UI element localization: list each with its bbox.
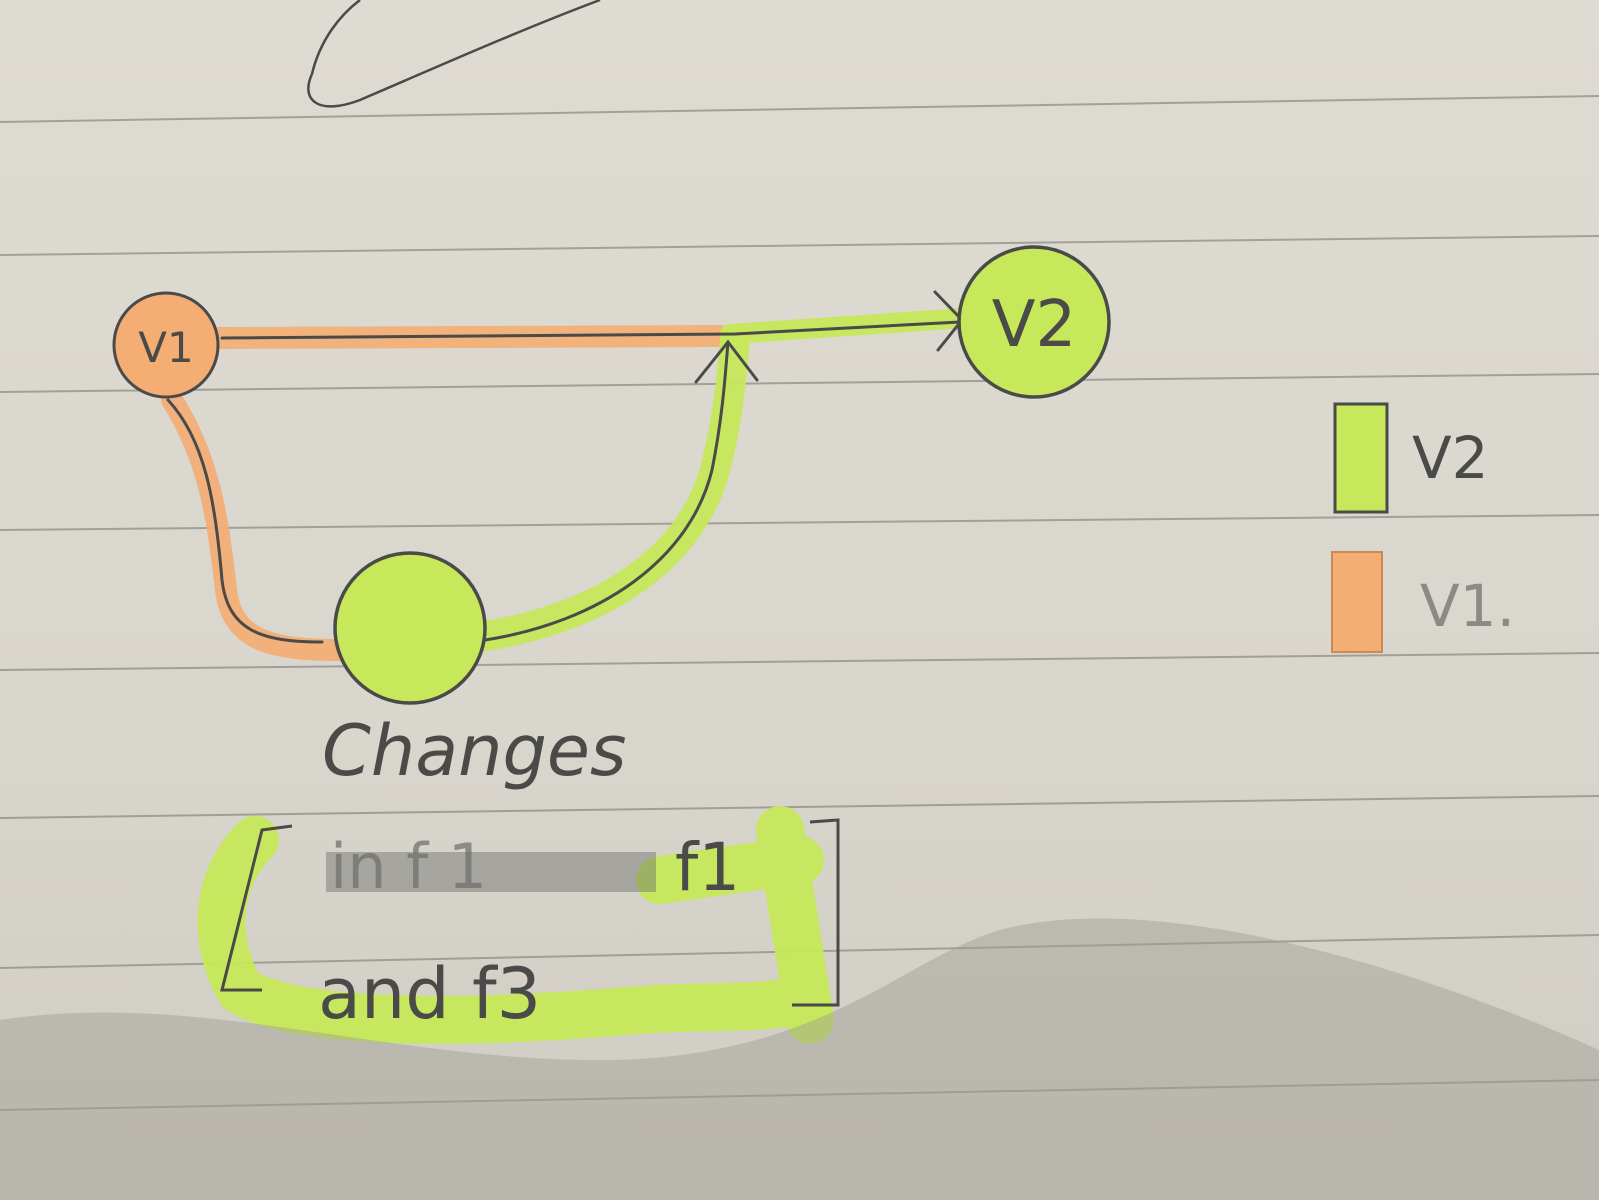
ruled-line xyxy=(0,235,1599,256)
ruled-line xyxy=(0,373,1599,393)
strikethrough-scribble xyxy=(326,852,656,892)
ruled-line xyxy=(0,652,1599,671)
node-v1-label: V1 xyxy=(138,323,193,372)
v1-orange-highlight-side xyxy=(161,389,351,661)
node-changes xyxy=(333,551,487,705)
legend-swatch-v2 xyxy=(1333,402,1389,514)
changes-label: Changes xyxy=(322,710,626,792)
arrowhead-merge xyxy=(694,339,759,384)
edges xyxy=(166,290,964,644)
legend-label-v2: V2 xyxy=(1412,424,1489,492)
right-bracket xyxy=(792,818,840,1007)
ruled-line xyxy=(0,795,1599,819)
photo-shadow xyxy=(0,918,1599,1200)
v2-green-highlight-curve xyxy=(470,325,750,651)
legend: V2 V1. xyxy=(1331,402,1515,653)
edge-v1-to-v2 xyxy=(220,320,962,340)
note-line1-struck: in f 1 xyxy=(330,830,487,903)
ruled-line xyxy=(0,514,1599,531)
edge-changes-to-merge xyxy=(483,340,730,642)
note-line2: and f3 xyxy=(318,953,541,1035)
legend-label-v1: V1. xyxy=(1420,572,1515,640)
note-bracket xyxy=(220,818,840,1007)
ruled-line xyxy=(0,1079,1599,1111)
legend-swatch-v1 xyxy=(1331,551,1383,653)
node-v1: V1 xyxy=(112,291,220,399)
stray-pencil-loop xyxy=(307,0,601,108)
node-v2: V2 xyxy=(957,245,1111,399)
edge-v1-to-changes xyxy=(166,398,324,644)
node-v2-label: V2 xyxy=(992,288,1077,362)
highlighter-strokes xyxy=(161,308,975,1044)
note-line1: f1 xyxy=(675,829,740,906)
ruled-line xyxy=(0,95,1599,123)
note-green-highlight xyxy=(197,806,834,1044)
ruled-lines xyxy=(0,95,1599,1111)
left-bracket xyxy=(220,824,293,992)
